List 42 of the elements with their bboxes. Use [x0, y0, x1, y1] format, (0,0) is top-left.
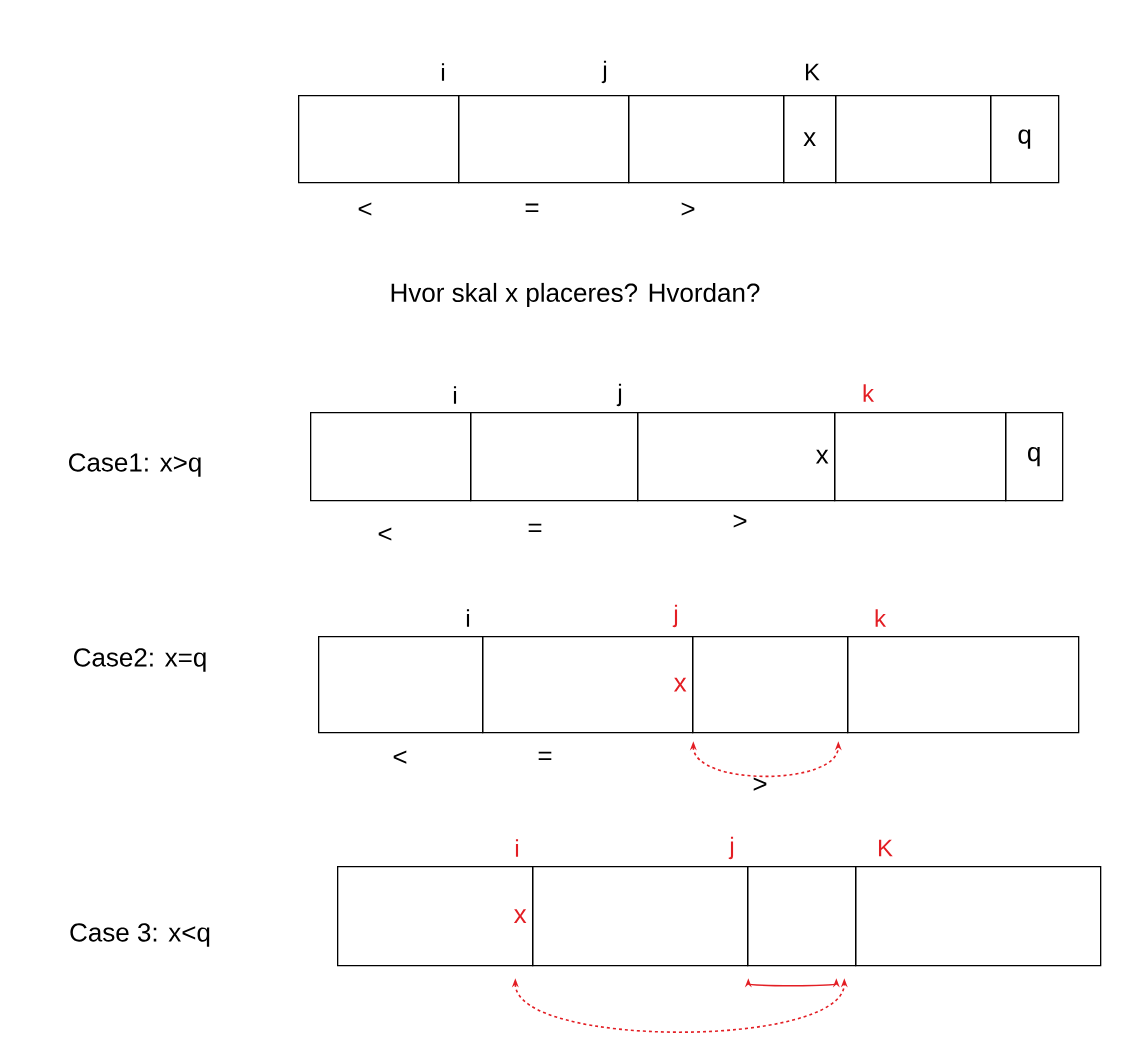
comparison-sign: > — [753, 777, 767, 791]
array-cell — [470, 412, 639, 502]
case-label: Case2: x=q — [74, 648, 206, 672]
pointer-label: j — [672, 604, 678, 628]
array-cell — [628, 95, 785, 184]
array-cell — [847, 636, 1080, 734]
pointer-label: j — [601, 60, 607, 84]
array-cell: q — [1005, 412, 1064, 502]
comparison-sign: = — [525, 203, 539, 212]
case-label: Case 3: x<q — [70, 923, 210, 947]
array-cell — [532, 866, 749, 967]
array-cell: x — [637, 412, 836, 502]
pointer-label: K — [879, 839, 893, 857]
array-cell — [310, 412, 472, 502]
array-cell: x — [783, 95, 837, 184]
array-cell — [458, 95, 630, 184]
comparison-sign: < — [393, 750, 407, 764]
array-cell — [855, 866, 1102, 967]
array-cell — [747, 866, 857, 967]
array-cell — [318, 636, 484, 734]
array-cell: x — [482, 636, 694, 734]
pointer-label: j — [728, 836, 734, 860]
pointer-label: k — [863, 384, 875, 402]
pointer-label: K — [806, 63, 820, 81]
pointer-label: k — [875, 609, 887, 627]
question-text: Hvor skal x placeres? Hvordan? — [391, 282, 760, 308]
pointer-label: i — [515, 839, 519, 857]
case-label: Case1: x>q — [69, 453, 201, 477]
array-cell — [692, 636, 849, 734]
pointer-label: i — [453, 386, 457, 404]
comparison-sign: = — [538, 751, 552, 760]
array-cell — [298, 95, 460, 184]
array-cell — [834, 412, 1007, 502]
comparison-sign: > — [681, 202, 695, 216]
array-cell: x — [337, 866, 534, 967]
comparison-sign: = — [528, 523, 542, 532]
pointer-label: i — [441, 63, 445, 81]
pointer-label: i — [466, 609, 470, 627]
array-cell — [835, 95, 992, 184]
comparison-sign: < — [378, 527, 392, 541]
pointer-label: j — [616, 383, 622, 407]
array-cell: q — [990, 95, 1060, 184]
